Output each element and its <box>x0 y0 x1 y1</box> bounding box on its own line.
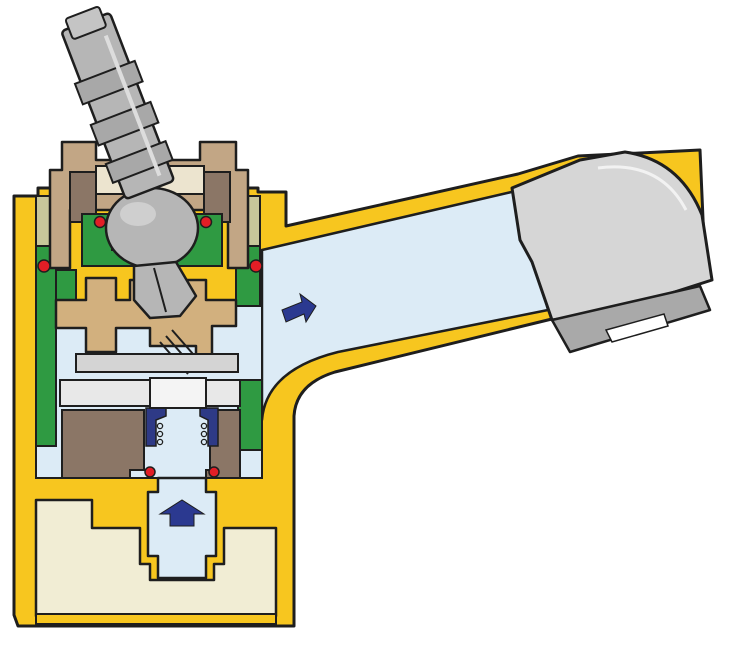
spout-head-highlight <box>597 165 688 211</box>
spring-coils <box>156 422 208 446</box>
o-rings <box>37 215 263 478</box>
inlet-channel <box>146 476 218 580</box>
left-green-seal <box>35 245 57 447</box>
ceramic-disc-upper <box>75 353 239 373</box>
ball-stem-seam <box>153 267 167 313</box>
ball-valve-highlight <box>120 202 156 226</box>
right-spring-seat <box>199 407 219 447</box>
ball-stem-lower <box>132 260 198 320</box>
flow-arrow-spout <box>281 292 317 324</box>
spout-aerator-slot <box>604 313 669 343</box>
right-green-lower <box>237 379 263 451</box>
ball-valve <box>104 186 200 270</box>
lever-handle <box>61 6 175 200</box>
spout-water-channel <box>260 188 550 422</box>
base-insert <box>34 498 278 618</box>
spout-aerator <box>550 284 712 354</box>
left-brown-plug <box>61 409 145 479</box>
center-stem-column <box>149 377 207 409</box>
base-plate <box>35 613 277 625</box>
flow-arrow-inlet <box>158 499 206 527</box>
